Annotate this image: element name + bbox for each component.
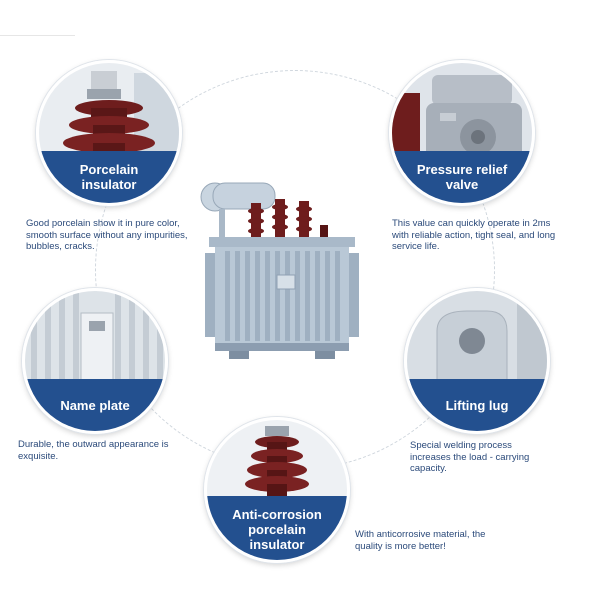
lifting-lug-description: Special welding process increases the lo… (410, 440, 530, 474)
name-plate-label: Name plate (25, 379, 165, 431)
porcelain-insulator-description: Good porcelain show it in pure color, sm… (26, 218, 188, 252)
anti-corrosion-insulator-description: With anticorrosive material, the quality… (355, 529, 486, 552)
pressure-relief-valve-description: This value can quickly operate in 2ms wi… (392, 218, 556, 252)
lifting-lug-label: Lifting lug (407, 379, 547, 431)
top-divider (0, 35, 75, 36)
feature-name-plate: Name plate (22, 288, 168, 434)
feature-lifting-lug: Lifting lug (404, 288, 550, 434)
transformer-image (200, 182, 359, 359)
name-plate-description: Durable, the outward appearance is exqui… (18, 439, 169, 462)
